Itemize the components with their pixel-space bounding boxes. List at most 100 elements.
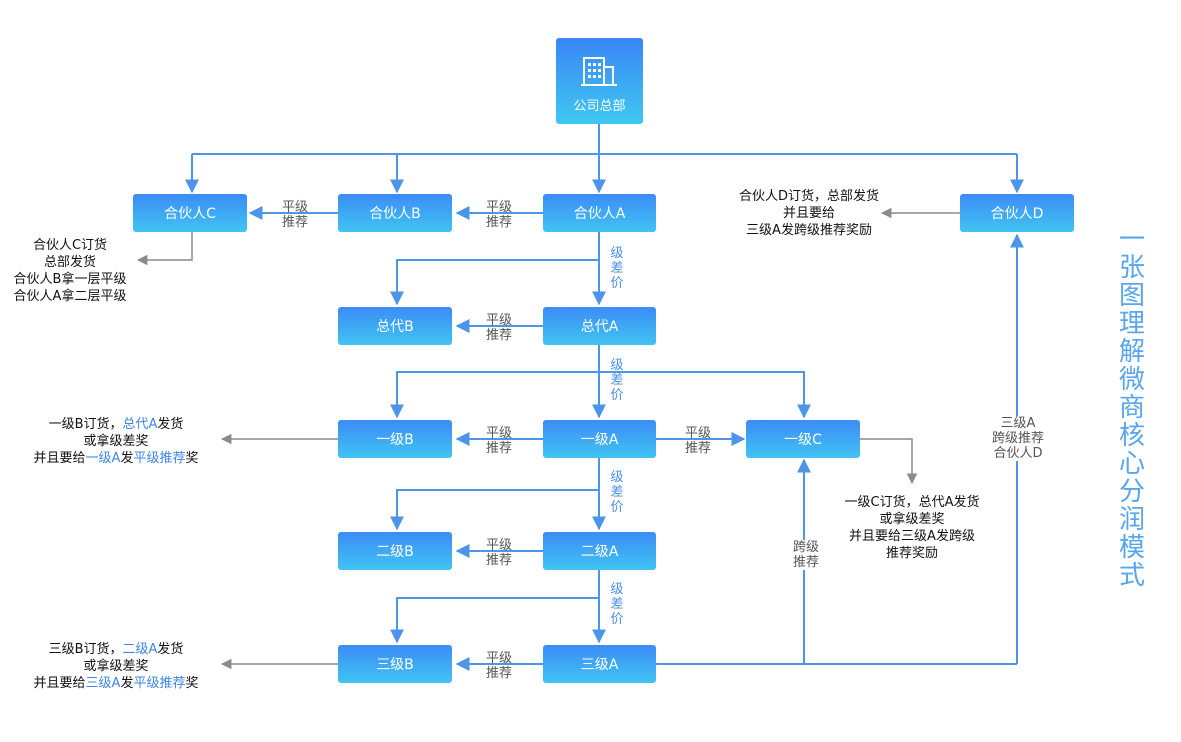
title-char: 心 — [1118, 449, 1145, 479]
note-line: 或拿级差奖 — [83, 434, 149, 449]
label-text: 价 — [610, 276, 624, 291]
note-line: 并且要给 — [782, 206, 835, 221]
label-text: 推荐 — [485, 666, 512, 681]
node-level2-b: 二级B — [338, 532, 452, 570]
label-text: 推荐 — [485, 441, 512, 456]
title-char: 微 — [1118, 365, 1145, 395]
label-flat-l1a-l1c: 平级推荐 — [681, 426, 715, 456]
note-line: 或拿级差奖 — [83, 659, 149, 674]
label-text: 价 — [610, 388, 624, 403]
note-text: 发 — [120, 676, 134, 691]
title-char: 理 — [1118, 309, 1145, 339]
arrow-l1a-l2b — [390, 489, 599, 531]
label-text: 价 — [610, 612, 624, 627]
label-flat-l3a-l3b: 平级推荐 — [482, 651, 516, 681]
label-text: 差 — [610, 597, 624, 612]
label-flat-ga-gb: 平级推荐 — [482, 313, 516, 343]
label-text: 平级 — [485, 651, 512, 666]
label-flat-pa-pb: 平级推荐 — [482, 200, 516, 230]
note-text: 并且要给 — [33, 676, 86, 691]
note-line: 一级C订货，总代A发货 — [844, 495, 980, 510]
note-line: 并且要给三级A发跨级 — [849, 529, 975, 544]
note-partner-c: 合伙人C订货 总部发货 合伙人B拿一层平级 合伙人A拿二层平级 — [2, 237, 138, 305]
page-title: 一 张 图 理 解 微 商 核 心 分 润 模 式 — [1116, 226, 1148, 590]
note-text: 奖 — [185, 451, 199, 466]
title-char: 图 — [1118, 281, 1145, 311]
label-text: 三级A — [1000, 416, 1036, 431]
label-text: 平级 — [485, 313, 512, 328]
hq-node: 公司总部 — [556, 38, 643, 124]
label-text: 推荐 — [485, 553, 512, 568]
label-text: 差 — [610, 485, 624, 500]
title-char: 一 — [1118, 225, 1145, 255]
label-text: 推荐 — [485, 328, 512, 343]
note-line: 合伙人C订货 — [32, 238, 108, 253]
node-level2-a: 二级A — [543, 532, 656, 570]
label-text: 价 — [610, 500, 624, 515]
label-text: 平级 — [281, 200, 308, 215]
label-diff-l2a-l3a: 级差价 — [608, 582, 626, 627]
label-text: 差 — [610, 373, 624, 388]
note-line: 合伙人A拿二层平级 — [13, 289, 127, 304]
note-level1-c: 一级C订货，总代A发货 或拿级差奖 并且要给三级A发跨级 推荐奖励 — [832, 494, 992, 562]
node-level1-a: 一级A — [543, 420, 656, 458]
arrow-ga-l1b — [390, 371, 599, 419]
label-text: 推荐 — [485, 215, 512, 230]
note-text: 一级B订货， — [48, 417, 123, 432]
note-highlight: 二级A — [122, 642, 158, 657]
note-line: 总部发货 — [43, 255, 96, 270]
label-text: 推荐 — [792, 555, 819, 570]
arrow-l1c-note — [860, 438, 918, 485]
arrow-pc-note — [136, 232, 193, 266]
note-highlight: 一级A — [85, 451, 121, 466]
note-text: 奖 — [185, 676, 199, 691]
label-text: 跨级推荐 — [991, 431, 1044, 446]
label-diff-l1a-l2a: 级差价 — [608, 470, 626, 515]
note-highlight: 平级推荐 — [133, 676, 186, 691]
node-level1-b: 一级B — [338, 420, 452, 458]
label-text: 合伙人D — [993, 446, 1043, 461]
note-level3-b: 三级B订货，二级A发货 或拿级差奖 并且要给三级A发平级推荐奖 — [18, 641, 214, 692]
node-level1-c: 一级C — [746, 420, 860, 458]
node-level3-b: 三级B — [338, 645, 452, 683]
note-text: 三级B订货， — [48, 642, 123, 657]
note-text: 并且要给 — [33, 451, 86, 466]
node-agent-a: 总代A — [543, 307, 656, 345]
note-text: 发货 — [157, 642, 184, 657]
node-level3-a: 三级A — [543, 645, 656, 683]
note-highlight: 三级A — [85, 676, 121, 691]
title-char: 润 — [1118, 505, 1145, 535]
note-text: 发 — [120, 451, 134, 466]
label-text: 推荐 — [684, 441, 711, 456]
arrow-ga-l1c — [599, 371, 811, 419]
note-partner-d: 合伙人D订货，总部发货 并且要给 三级A发跨级推荐奖励 — [728, 188, 890, 239]
label-text: 推荐 — [281, 215, 308, 230]
label-flat-l1a-l1b: 平级推荐 — [482, 426, 516, 456]
note-line: 合伙人D订货，总部发货 — [738, 189, 879, 204]
title-char: 张 — [1118, 253, 1145, 283]
note-text: 发货 — [157, 417, 184, 432]
note-line: 推荐奖励 — [885, 546, 938, 561]
node-agent-b: 总代B — [338, 307, 452, 345]
note-level1-b: 一级B订货，总代A发货 或拿级差奖 并且要给一级A发平级推荐奖 — [18, 416, 214, 467]
note-highlight: 总代A — [122, 417, 158, 432]
title-char: 商 — [1118, 393, 1145, 423]
label-flat-l2a-l2b: 平级推荐 — [482, 538, 516, 568]
node-partner-c: 合伙人C — [133, 194, 247, 232]
title-char: 核 — [1118, 421, 1145, 451]
note-line: 并且要给一级A发平级推荐奖 — [18, 450, 214, 467]
node-partner-d: 合伙人D — [960, 194, 1074, 232]
title-char: 式 — [1118, 561, 1145, 591]
label-text: 级 — [610, 582, 624, 597]
label-text: 跨级 — [792, 540, 819, 555]
label-text: 级 — [610, 470, 624, 485]
note-line: 并且要给三级A发平级推荐奖 — [18, 675, 214, 692]
building-icon — [581, 57, 617, 86]
note-line: 合伙人B拿一层平级 — [13, 272, 127, 287]
label-text: 级 — [610, 358, 624, 373]
title-char: 分 — [1118, 477, 1145, 507]
label-text: 级 — [610, 246, 624, 261]
title-char: 解 — [1118, 337, 1145, 367]
label-text: 差 — [610, 261, 624, 276]
note-line: 三级A发跨级推荐奖励 — [746, 223, 872, 238]
